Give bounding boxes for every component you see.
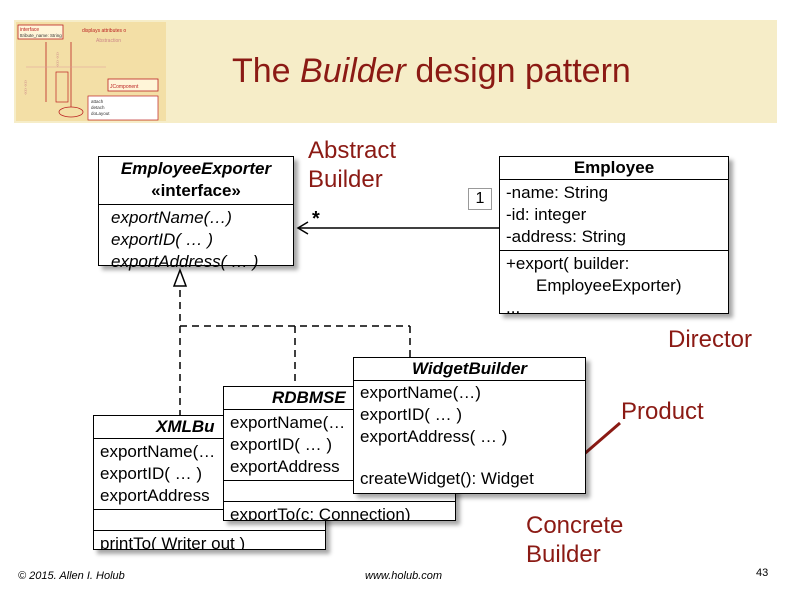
realization-lines [179, 290, 411, 418]
method: exportID( … ) [230, 435, 333, 454]
thumb-text-7: doLayout [91, 111, 110, 116]
association-arrowhead [296, 221, 309, 235]
method: createWidget(): Widget [360, 469, 534, 488]
slide-title: The Builder design pattern [232, 52, 631, 90]
class-name: EmployeeExporter [120, 159, 272, 178]
method: exportName(… [230, 413, 346, 432]
method: exportID( … ) [360, 405, 463, 424]
method: exportName(… [100, 442, 216, 461]
thumb-text-4: JComponent [110, 84, 139, 90]
svg-text:‹‹›› ‹‹››: ‹‹›› ‹‹›› [22, 80, 28, 95]
widget-builder-class: WidgetBuilder exportName(…) exportID( … … [353, 357, 586, 494]
thumb-text-5: attach [91, 99, 104, 104]
class-name: XMLBu [94, 416, 325, 439]
realization-triangle [172, 267, 188, 287]
method: exportAddress( … ) [360, 427, 508, 446]
method: exportID( … ) [100, 464, 203, 483]
footer-url: www.holub.com [365, 570, 443, 582]
svg-text:‹‹›› ‹‹››: ‹‹›› ‹‹›› [54, 52, 60, 67]
thumb-text-1: interface [20, 27, 39, 33]
uml-thumbnail-graphic: interface ttribute_name: String displays… [17, 24, 159, 121]
method: exportAddress [100, 486, 210, 505]
label-concrete-builder: Concrete Builder [526, 512, 624, 568]
employee-exporter-class: EmployeeExporter «interface» exportName(… [98, 156, 294, 271]
thumb-text-6: detach [91, 105, 105, 110]
thumb-text-8: Abstraction [96, 38, 121, 44]
attribute: -name: String [506, 183, 609, 202]
thumb-text-3: displays attributes o [82, 28, 126, 34]
footer-copyright: © 2015. Allen I. Holub [18, 570, 125, 582]
method: printTo( Writer out ) [100, 534, 246, 550]
method: exportAddress [230, 457, 340, 476]
stereotype: «interface» [151, 181, 241, 200]
multiplicity-many: * [312, 208, 320, 230]
class-name: WidgetBuilder [354, 358, 585, 381]
method: exportTo(c: Connection) [230, 505, 411, 521]
method: exportID( … ) [111, 230, 214, 249]
employee-class: Employee -name: String -id: integer -add… [499, 156, 729, 317]
class-name: Employee [500, 157, 728, 180]
method-more: ... [506, 298, 521, 317]
method: exportName(…) [360, 383, 481, 402]
class-name: RDBMSE [224, 387, 455, 410]
attribute: -address: String [506, 227, 626, 246]
multiplicity-one: 1 [468, 188, 492, 210]
label-product: Product [621, 398, 704, 425]
label-director: Director [668, 326, 753, 353]
page-number: 43 [756, 567, 769, 579]
method: +export( builder: [506, 254, 630, 273]
method: exportAddress( … ) [111, 252, 259, 271]
attribute: -id: integer [506, 205, 587, 224]
label-abstract-builder: Abstract Builder [308, 137, 397, 193]
method-continuation: EmployeeExporter) [536, 276, 682, 295]
uml-thumbnail-image: interface ttribute_name: String displays… [16, 22, 166, 121]
method: exportName(…) [111, 208, 232, 227]
thumb-text-2: ttribute_name: String [20, 33, 62, 38]
